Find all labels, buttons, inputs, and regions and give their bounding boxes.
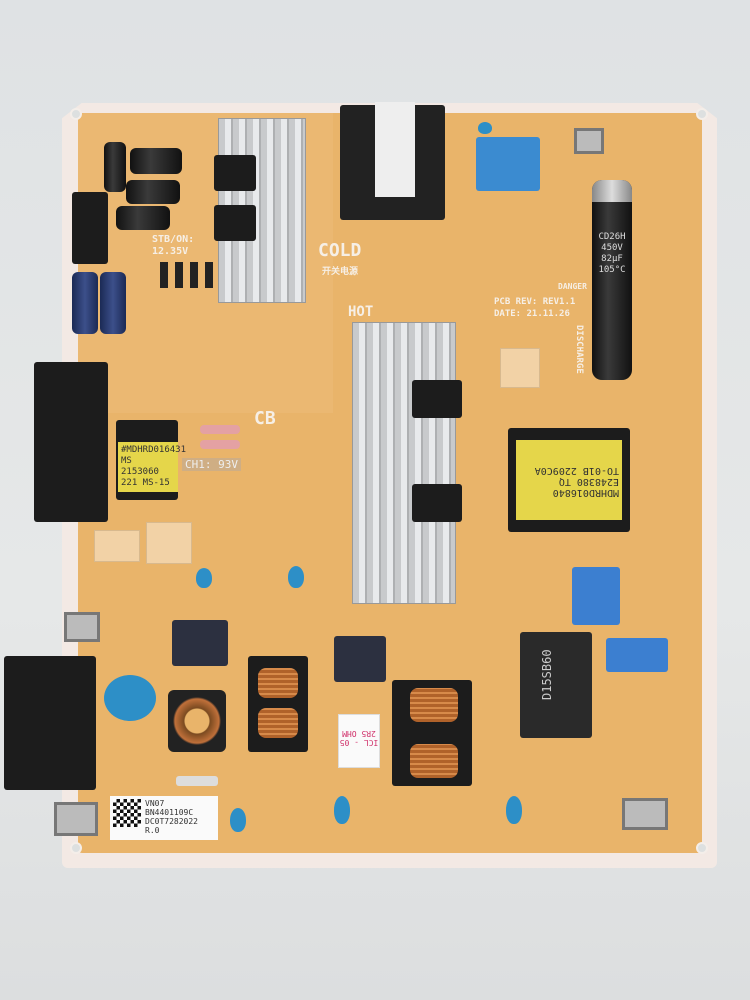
pfc-transformer-label: #MDHRD016431 MS 2153060 221 MS-15 <box>118 442 187 492</box>
mounting-hole <box>70 842 82 854</box>
label-line: E248380 TQ <box>558 476 619 487</box>
electrolytic-capacitor <box>116 206 170 230</box>
cold-zone-label: COLD <box>318 240 362 261</box>
main-transformer-label: MDHRD016840 E248380 TQ TO-01B 2209C0A <box>516 440 622 520</box>
x-capacitor <box>606 638 668 672</box>
label-line: MDHRD016840 <box>552 487 619 498</box>
cap-rating: 105°C <box>598 265 626 275</box>
spade-terminal <box>622 798 668 830</box>
ceramic-capacitor <box>334 796 350 824</box>
electrolytic-capacitor <box>130 148 182 174</box>
ch1-voltage-label: CH1: 93V <box>182 458 241 471</box>
cold-zone-cn-label: 开关电源 <box>322 267 359 277</box>
spade-terminal <box>64 612 100 642</box>
label-line: VN07 <box>145 799 165 808</box>
coil <box>258 668 298 698</box>
electrolytic-capacitor <box>126 180 180 204</box>
x-capacitor <box>476 137 540 191</box>
diode-row <box>160 262 220 288</box>
rectifier-diode <box>214 205 256 241</box>
label-line: TO-01B 2209C0A <box>534 465 619 476</box>
x-capacitor <box>572 567 620 625</box>
spade-terminal <box>54 802 98 836</box>
mounting-hole <box>696 108 708 120</box>
coil <box>258 708 298 738</box>
qr-code <box>113 799 141 827</box>
main-board-connector <box>34 362 108 522</box>
cap-rating: CD26H <box>598 232 626 242</box>
electrolytic-capacitor <box>100 272 126 334</box>
output-connector <box>72 192 108 264</box>
bridge-rectifier <box>520 632 592 738</box>
film-capacitor <box>500 348 540 388</box>
discharge-label: DISCHARGE <box>574 325 584 374</box>
hot-heatsink <box>352 322 456 604</box>
bulk-capacitor: CD26H 450V 82µF 105°C <box>592 180 632 380</box>
film-capacitor <box>146 522 192 564</box>
ceramic-capacitor <box>288 566 304 588</box>
coil <box>410 688 458 722</box>
film-capacitor <box>94 530 140 562</box>
rectifier-diode <box>214 155 256 191</box>
pcb-rev-label: PCB REV: REV1.1 <box>494 297 576 307</box>
bridge-rectifier-label: D15SB60 <box>540 649 554 700</box>
mosfet <box>412 484 462 522</box>
label-line: R.0 <box>145 826 160 835</box>
resistor <box>200 425 240 434</box>
cb-label: CB <box>254 408 276 429</box>
label-line: #MDHRD016431 <box>121 445 187 455</box>
mounting-hole <box>70 108 82 120</box>
ceramic-capacitor <box>196 568 212 588</box>
common-mode-choke <box>334 636 386 682</box>
pcb-date-label: DATE: 21.11.26 <box>494 309 570 319</box>
coil <box>410 744 458 778</box>
spade-terminal <box>574 128 604 154</box>
ceramic-capacitor <box>230 808 246 832</box>
label-line: ICL - 05 <box>339 738 379 747</box>
ceramic-capacitor <box>478 122 492 134</box>
y-capacitor <box>104 675 156 721</box>
mosfet <box>412 380 462 418</box>
danger-label: DANGER <box>558 282 587 291</box>
icl-label: 2R5 OHM ICL - 05 <box>338 714 380 768</box>
label-line: DC0T7282022 <box>145 817 198 826</box>
hot-zone-label: HOT <box>348 304 374 320</box>
mounting-hole <box>696 842 708 854</box>
transformer-label <box>375 102 415 197</box>
resistor <box>200 440 240 449</box>
serial-label: VN07 BN4401109C DC0T7282022 R.0 <box>110 796 218 840</box>
ac-input-connector <box>4 656 96 790</box>
label-line: 221 MS-15 <box>121 478 170 488</box>
standby-voltage-label: STB/ON: 12.35V <box>152 234 195 257</box>
toroid-choke <box>168 690 226 752</box>
ceramic-capacitor <box>506 796 522 824</box>
label-line: BN4401109C <box>145 808 194 817</box>
cap-rating: 450V <box>601 243 623 253</box>
fuse <box>176 776 218 786</box>
common-mode-choke <box>172 620 228 666</box>
label-line: 2R5 OHM <box>342 729 376 738</box>
electrolytic-capacitor <box>104 142 126 192</box>
electrolytic-capacitor <box>72 272 98 334</box>
label-line: MS 2153060 <box>121 456 159 477</box>
cap-rating: 82µF <box>601 254 623 264</box>
